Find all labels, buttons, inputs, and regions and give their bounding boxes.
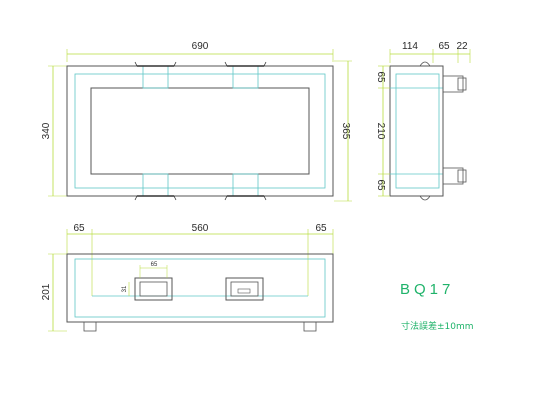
side-bottom-bump — [419, 195, 431, 201]
front-bottom-hook-2 — [173, 195, 177, 201]
bottom-foot-right — [303, 321, 317, 332]
tolerance-note: 寸法誤差±10mm — [401, 320, 474, 332]
front-bottom-hook-1 — [134, 195, 138, 201]
side-body — [389, 65, 444, 197]
side-top-bump — [419, 61, 431, 67]
bottom-handle-left — [134, 277, 173, 301]
bottom-handle-right — [225, 277, 264, 301]
front-opening — [90, 87, 310, 175]
front-top-hook-1 — [134, 61, 138, 67]
bottom-body — [66, 253, 334, 323]
side-top-label-1: 114 — [402, 41, 418, 52]
side-bracket-bottom — [442, 167, 464, 185]
bottom-handle-right-inner — [230, 281, 259, 297]
handle-width-label: 65 — [151, 262, 158, 268]
front-bottom-hook-4 — [263, 195, 267, 201]
side-top-label-2: 65 — [438, 41, 450, 52]
bottom-inner — [74, 258, 326, 318]
front-top-handle-right — [232, 65, 259, 89]
bottom-top-label-1: 65 — [73, 223, 85, 234]
front-width-label: 690 — [192, 41, 209, 52]
bottom-foot-left — [83, 321, 97, 332]
model-code: BQ17 — [400, 281, 454, 298]
front-height-label: 340 — [41, 122, 52, 139]
side-bracket-top-inner — [457, 77, 467, 91]
bottom-handle-left-inner — [139, 281, 168, 297]
bottom-top-label-3: 65 — [315, 223, 327, 234]
handle-height-label: 31 — [122, 285, 128, 292]
front-outer-height-label: 365 — [340, 123, 351, 140]
front-bottom-handle-left — [142, 173, 169, 197]
bottom-handle-right-slot — [237, 288, 251, 294]
side-inner — [395, 73, 440, 189]
side-right-label-2: 210 — [375, 123, 386, 140]
side-right-label-3: 65 — [375, 179, 386, 191]
front-bottom-handle-right — [232, 173, 259, 197]
side-right-label-1: 65 — [375, 71, 386, 83]
front-inner-frame — [74, 73, 326, 189]
bottom-height-label: 201 — [41, 283, 52, 300]
front-outer-frame — [66, 65, 334, 197]
front-bottom-hook-3 — [224, 195, 228, 201]
bottom-top-label-2: 560 — [192, 223, 209, 234]
front-view: 690 340 365 — [41, 41, 352, 202]
side-bracket-bottom-inner — [457, 169, 467, 183]
front-top-hook-4 — [263, 61, 267, 67]
side-view: 114 65 22 65 210 65 — [375, 41, 471, 201]
side-top-label-3: 22 — [456, 41, 468, 52]
front-top-hook-3 — [224, 61, 228, 67]
front-top-hook-2 — [173, 61, 177, 67]
bottom-view: 65 560 65 201 65 31 — [41, 223, 334, 332]
side-bracket-top — [442, 75, 464, 93]
front-top-handle-left — [142, 65, 169, 89]
